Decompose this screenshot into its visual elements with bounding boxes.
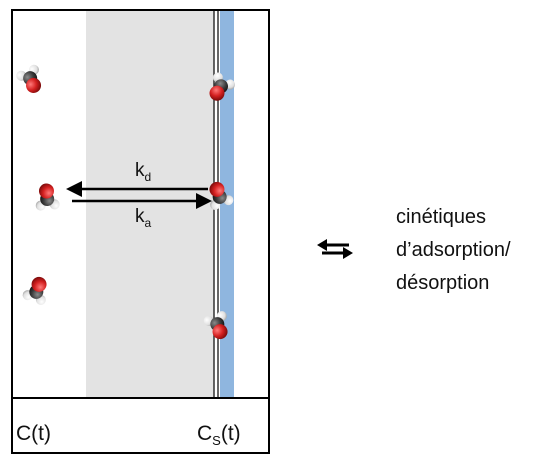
legend-line-1: cinétiques bbox=[396, 206, 486, 228]
bulk-molecule bbox=[21, 273, 53, 307]
legend-line-3: désorption bbox=[396, 272, 489, 294]
adsorption-arrow bbox=[72, 193, 212, 209]
desorption-arrow bbox=[66, 181, 208, 197]
exchange-arrows-icon bbox=[317, 239, 353, 259]
bulk-molecule bbox=[14, 63, 48, 98]
diagram-frame bbox=[11, 9, 270, 454]
bulk-concentration-label: C(t) bbox=[16, 422, 51, 445]
adsorption-rate-label: ka bbox=[135, 206, 152, 230]
diffusion-layer bbox=[86, 11, 214, 397]
desorption-rate-label: kd bbox=[135, 160, 151, 184]
legend-line-2: d’adsorption/ bbox=[396, 239, 511, 261]
bulk-molecule bbox=[33, 182, 61, 211]
surface-concentration-label: CS(t) bbox=[197, 422, 241, 448]
